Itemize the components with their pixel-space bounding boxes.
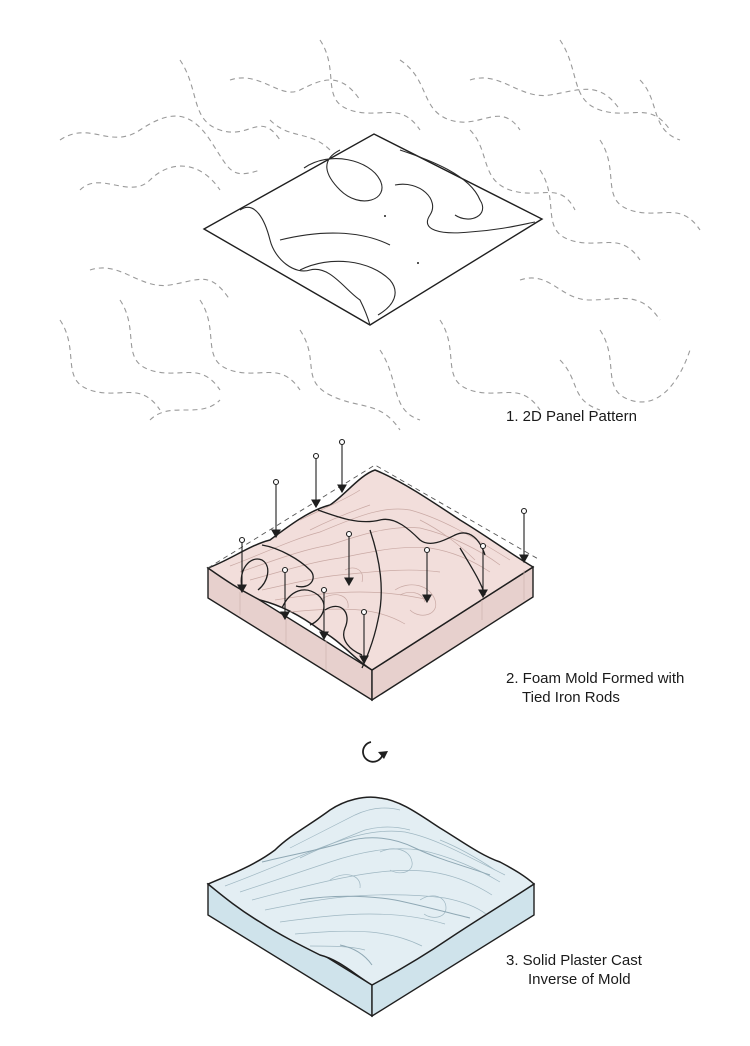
caption-step2: 2. Foam Mold Formed with Tied Iron Rods: [506, 669, 684, 707]
caption-step3-line1: 3. Solid Plaster Cast: [506, 952, 642, 969]
step2-foam-mold: [206, 438, 541, 702]
foam-dashed-frame: [207, 464, 541, 569]
dashed-pattern-background: [59, 39, 701, 431]
rotate-arrow-icon: [362, 741, 388, 763]
panel-square: [202, 133, 544, 326]
plaster-top-surface: [206, 796, 536, 986]
caption-step3: 3. Solid Plaster Cast Inverse of Mold: [506, 951, 642, 989]
caption-step1-text: 1. 2D Panel Pattern: [506, 408, 637, 425]
iron-rods: [237, 438, 529, 665]
foam-contours: [229, 489, 511, 625]
caption-step2-line2: Tied Iron Rods: [522, 689, 620, 706]
caption-step2-line1: 2. Foam Mold Formed with: [506, 670, 685, 687]
plaster-ridges: [261, 837, 491, 966]
foam-top-surface: [206, 469, 535, 671]
side-rod-marks: [239, 570, 525, 670]
step3-plaster-cast: [206, 796, 536, 1018]
caption-step3-line2: Inverse of Mold: [528, 971, 631, 988]
step1-panel-pattern: [59, 39, 701, 431]
caption-step1: 1. 2D Panel Pattern: [506, 407, 637, 426]
panel-cut-lines: [239, 149, 536, 326]
